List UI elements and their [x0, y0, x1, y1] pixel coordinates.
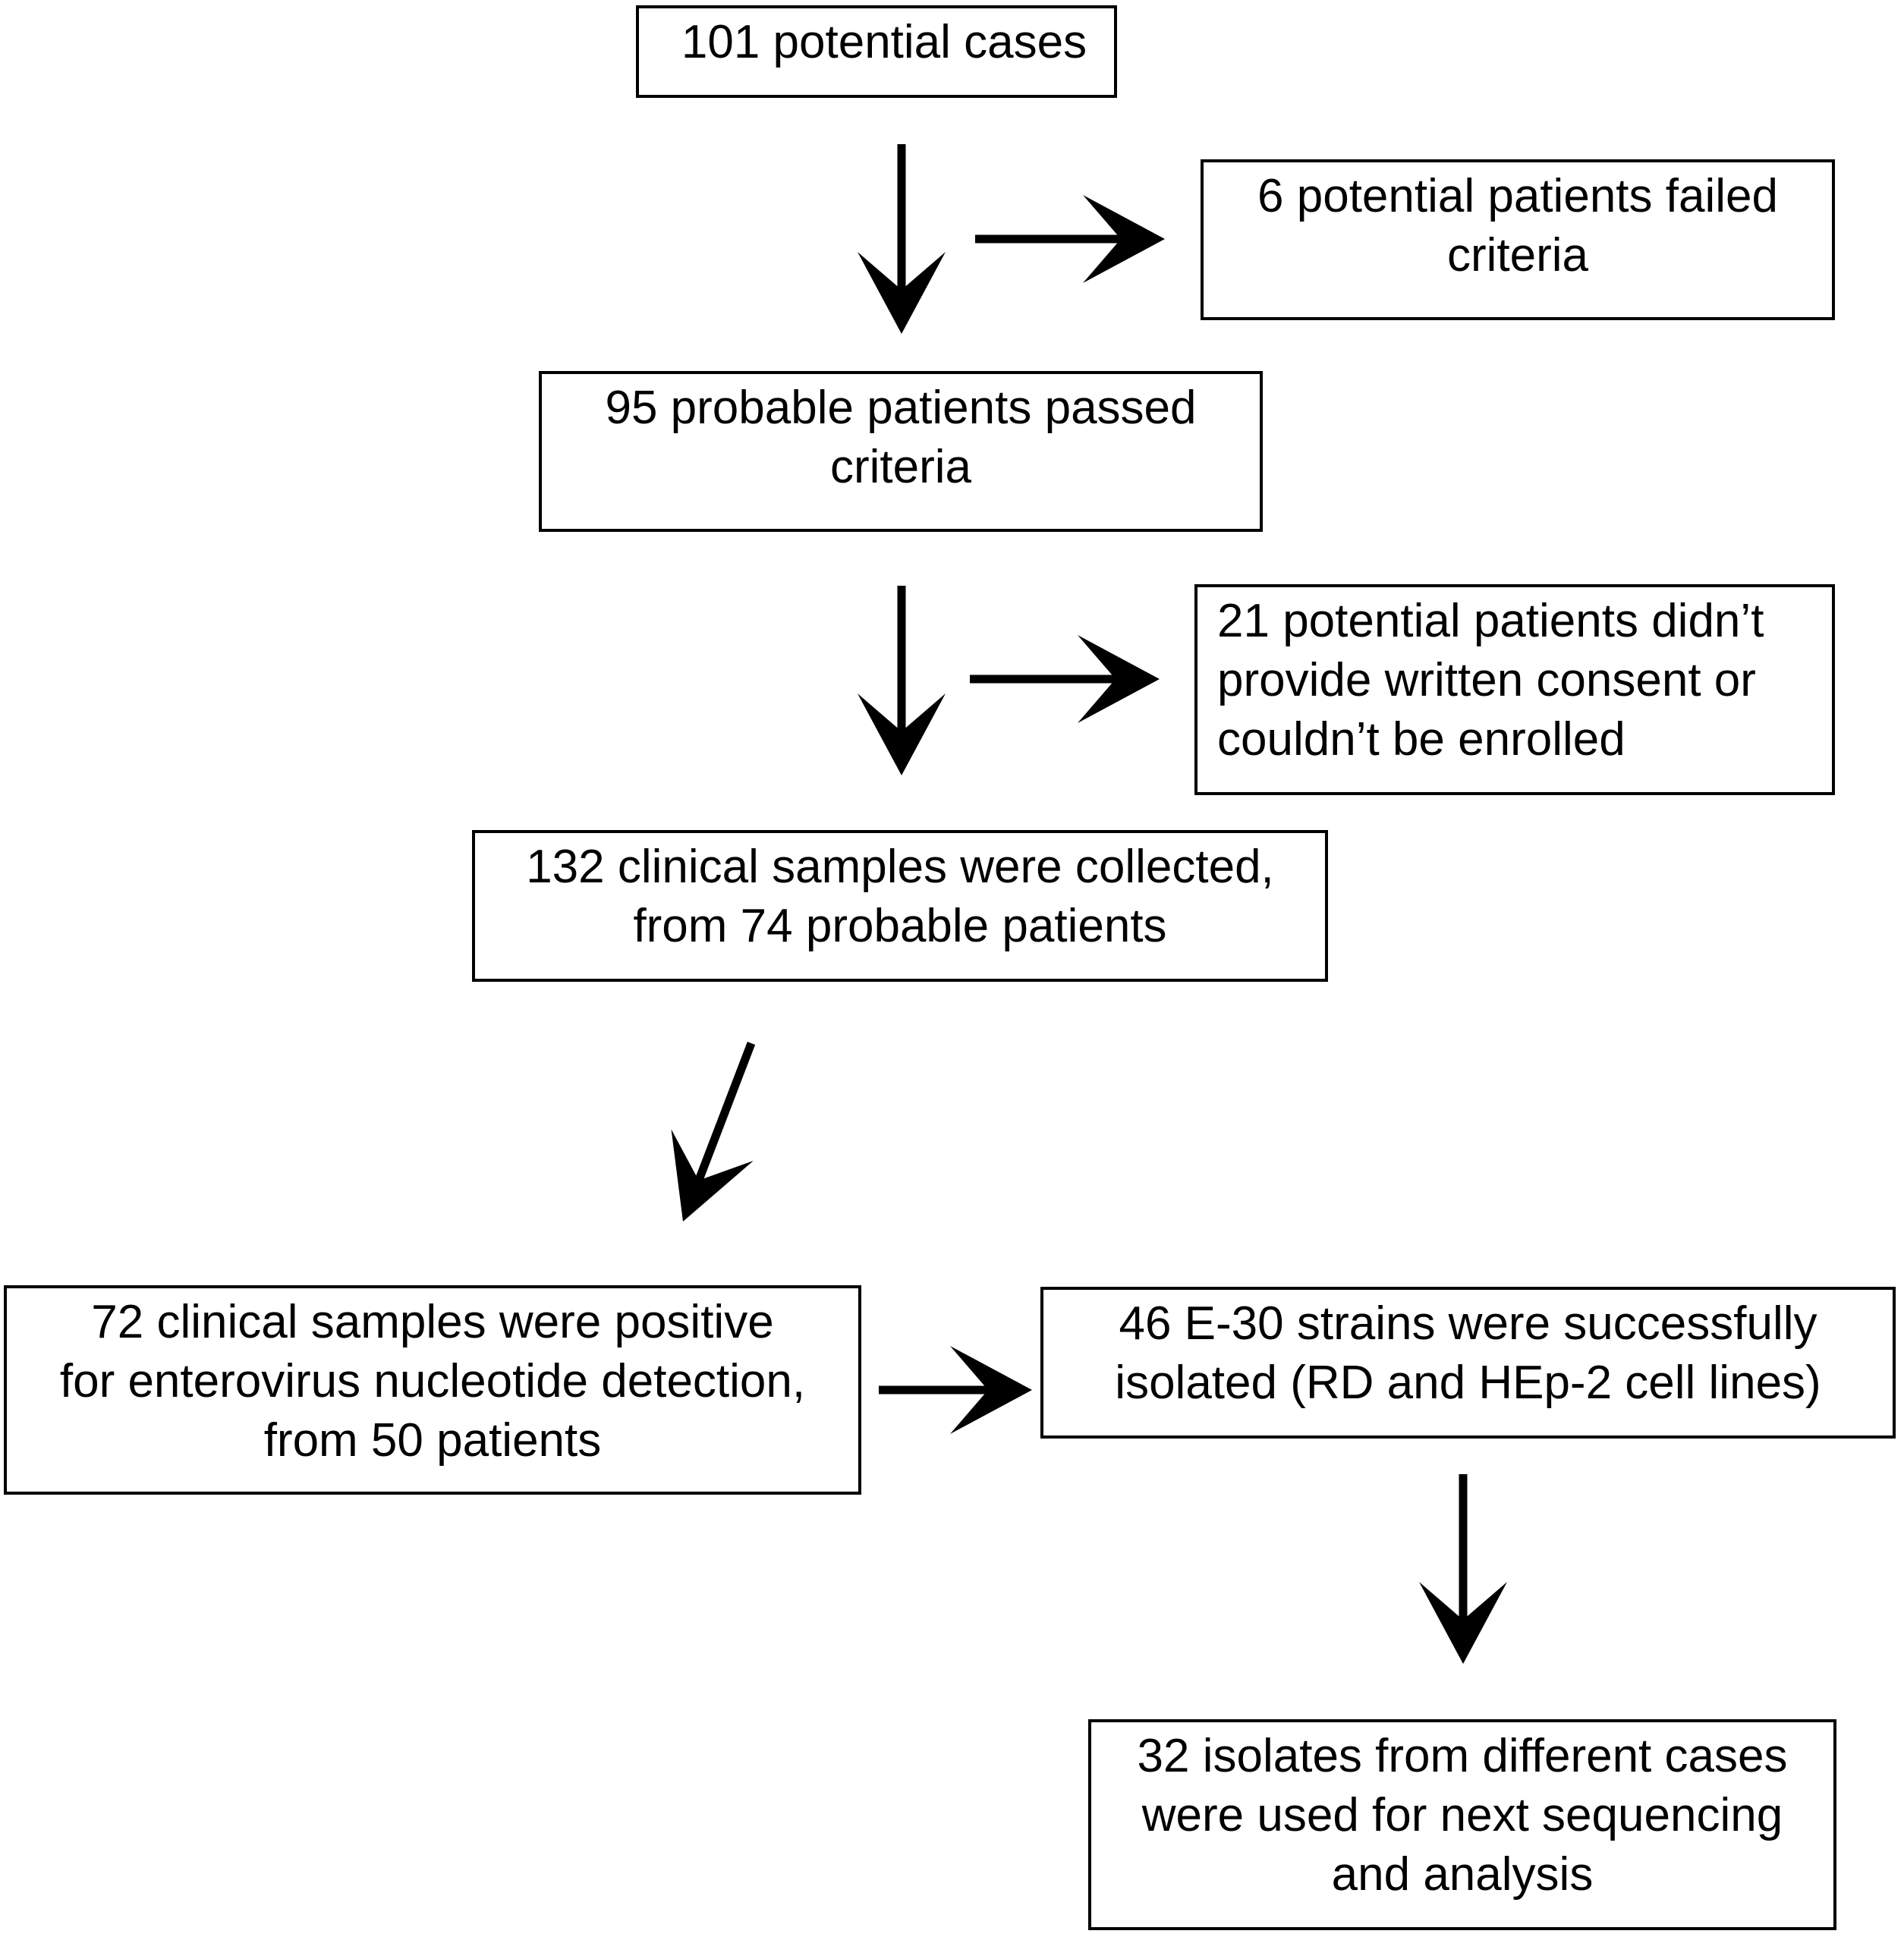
box-text-line: from 74 probable patients: [633, 900, 1167, 952]
box-text-line: were used for next sequencing: [1141, 1789, 1783, 1841]
box-text-line: for enterovirus nucleotide detection,: [59, 1355, 806, 1407]
arrow-head: [1419, 1582, 1507, 1664]
box-text-line: provide written consent or: [1217, 654, 1756, 706]
arrow-head: [1078, 635, 1160, 723]
box-text-line: isolated (RD and HEp-2 cell lines): [1115, 1357, 1821, 1409]
arrow-down-to-samples: [858, 586, 946, 775]
box-text-line: criteria: [829, 441, 972, 493]
positive-samples-box: 72 clinical samples were positive for en…: [4, 1285, 861, 1495]
box-text-line: 132 clinical samples were collected,: [526, 841, 1274, 893]
potential-cases-box: 101 potential cases: [636, 5, 1117, 98]
arrow-head: [671, 1129, 754, 1222]
arrow-right-to-isolated: [879, 1346, 1032, 1434]
samples-collected-box: 132 clinical samples were collected, fro…: [472, 830, 1328, 982]
no-consent-box: 21 potential patients didn’t provide wri…: [1194, 584, 1835, 795]
arrow-head: [950, 1346, 1032, 1434]
box-text-line: couldn’t be enrolled: [1217, 713, 1625, 766]
box-text-line: criteria: [1446, 229, 1589, 281]
box-text-line: and analysis: [1331, 1848, 1594, 1901]
arrow-head: [858, 693, 946, 775]
arrow-right-to-consent: [970, 635, 1160, 723]
sequencing-box: 32 isolates from different cases were us…: [1088, 1719, 1836, 1930]
arrow-down-to-passed: [858, 144, 946, 334]
box-text-line: 95 probable patients passed: [605, 382, 1197, 434]
box-text-line: 21 potential patients didn’t: [1217, 595, 1764, 647]
failed-criteria-box: 6 potential patients failed criteria: [1201, 159, 1835, 320]
arrow-diag-to-positive: [671, 1042, 756, 1222]
box-text-line: 46 E-30 strains were successfully: [1119, 1297, 1817, 1350]
box-text-line: 72 clinical samples were positive: [91, 1296, 774, 1348]
box-text-line: 101 potential cases: [681, 16, 1087, 68]
arrow-shaft: [694, 1042, 756, 1185]
arrow-right-to-failed: [975, 195, 1165, 283]
passed-criteria-box: 95 probable patients passed criteria: [539, 371, 1263, 532]
box-text-line: from 50 patients: [263, 1414, 602, 1467]
isolated-strains-box: 46 E-30 strains were successfully isolat…: [1040, 1287, 1896, 1439]
arrow-head: [1083, 195, 1165, 283]
box-text-line: 32 isolates from different cases: [1137, 1730, 1788, 1782]
arrow-down-to-sequencing: [1419, 1474, 1507, 1664]
box-text-line: 6 potential patients failed: [1257, 170, 1778, 222]
arrow-head: [858, 252, 946, 334]
